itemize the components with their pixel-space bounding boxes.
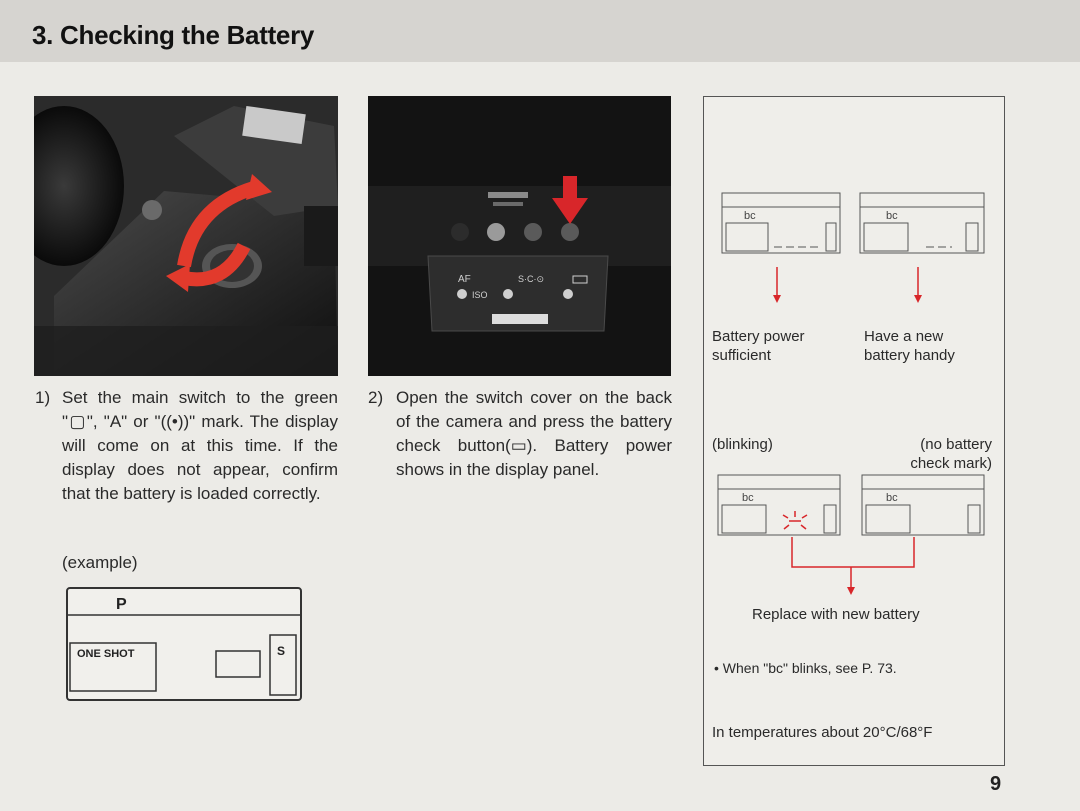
step-1-text: Set the main switch to the green "▢", "A… — [62, 388, 338, 503]
step-1-number: 1) — [35, 388, 51, 407]
lcd-blinking: bc — [717, 474, 841, 536]
page-number: 9 — [990, 773, 1002, 795]
bullet-note: • When "bc" blinks, see P. 73. — [714, 660, 897, 676]
af-label: AF — [458, 274, 471, 285]
label-sufficient-line2: sufficient — [712, 347, 771, 364]
mode-letter: P — [116, 596, 127, 613]
no-mark-line2: check mark) — [910, 455, 992, 472]
label-sufficient-line1: Battery power — [712, 328, 805, 345]
blinking-label: (blinking) — [712, 436, 773, 453]
switch-cover-photo: AF S·C·⊙ ISO — [368, 96, 671, 376]
bc-glyph-2: bc — [886, 210, 898, 222]
lcd-no-mark: bc — [861, 474, 985, 536]
example-display-panel: P ONE SHOT S — [66, 587, 302, 701]
lcd-sufficient: bc — [721, 192, 841, 254]
bc-glyph: bc — [744, 210, 756, 222]
camera-top-photo — [34, 96, 338, 376]
blink-icon — [782, 511, 808, 530]
header-band — [0, 0, 1080, 62]
label-handy-line1: Have a new — [864, 328, 944, 345]
section-title: 3. Checking the Battery — [32, 20, 315, 50]
step-2-number: 2) — [368, 388, 384, 407]
s-indicator: S — [277, 644, 285, 658]
bc-glyph-3: bc — [742, 492, 754, 504]
no-mark-line1: (no battery — [920, 436, 992, 453]
sc-label: S·C·⊙ — [518, 274, 544, 284]
step-2-text: Open the switch cover on the back of the… — [396, 388, 672, 479]
example-label: (example) — [62, 553, 138, 572]
bc-glyph-4: bc — [886, 492, 898, 504]
replace-label: Replace with new battery — [752, 606, 920, 623]
iso-label: ISO — [472, 290, 488, 300]
one-shot-label: ONE SHOT — [77, 648, 135, 660]
lcd-battery-handy: bc — [859, 192, 985, 254]
label-handy-line2: battery handy — [864, 347, 955, 364]
temperature-note: In temperatures about 20°C/68°F — [712, 724, 933, 741]
battery-indicator-panel: bc bc bc — [703, 96, 1005, 766]
